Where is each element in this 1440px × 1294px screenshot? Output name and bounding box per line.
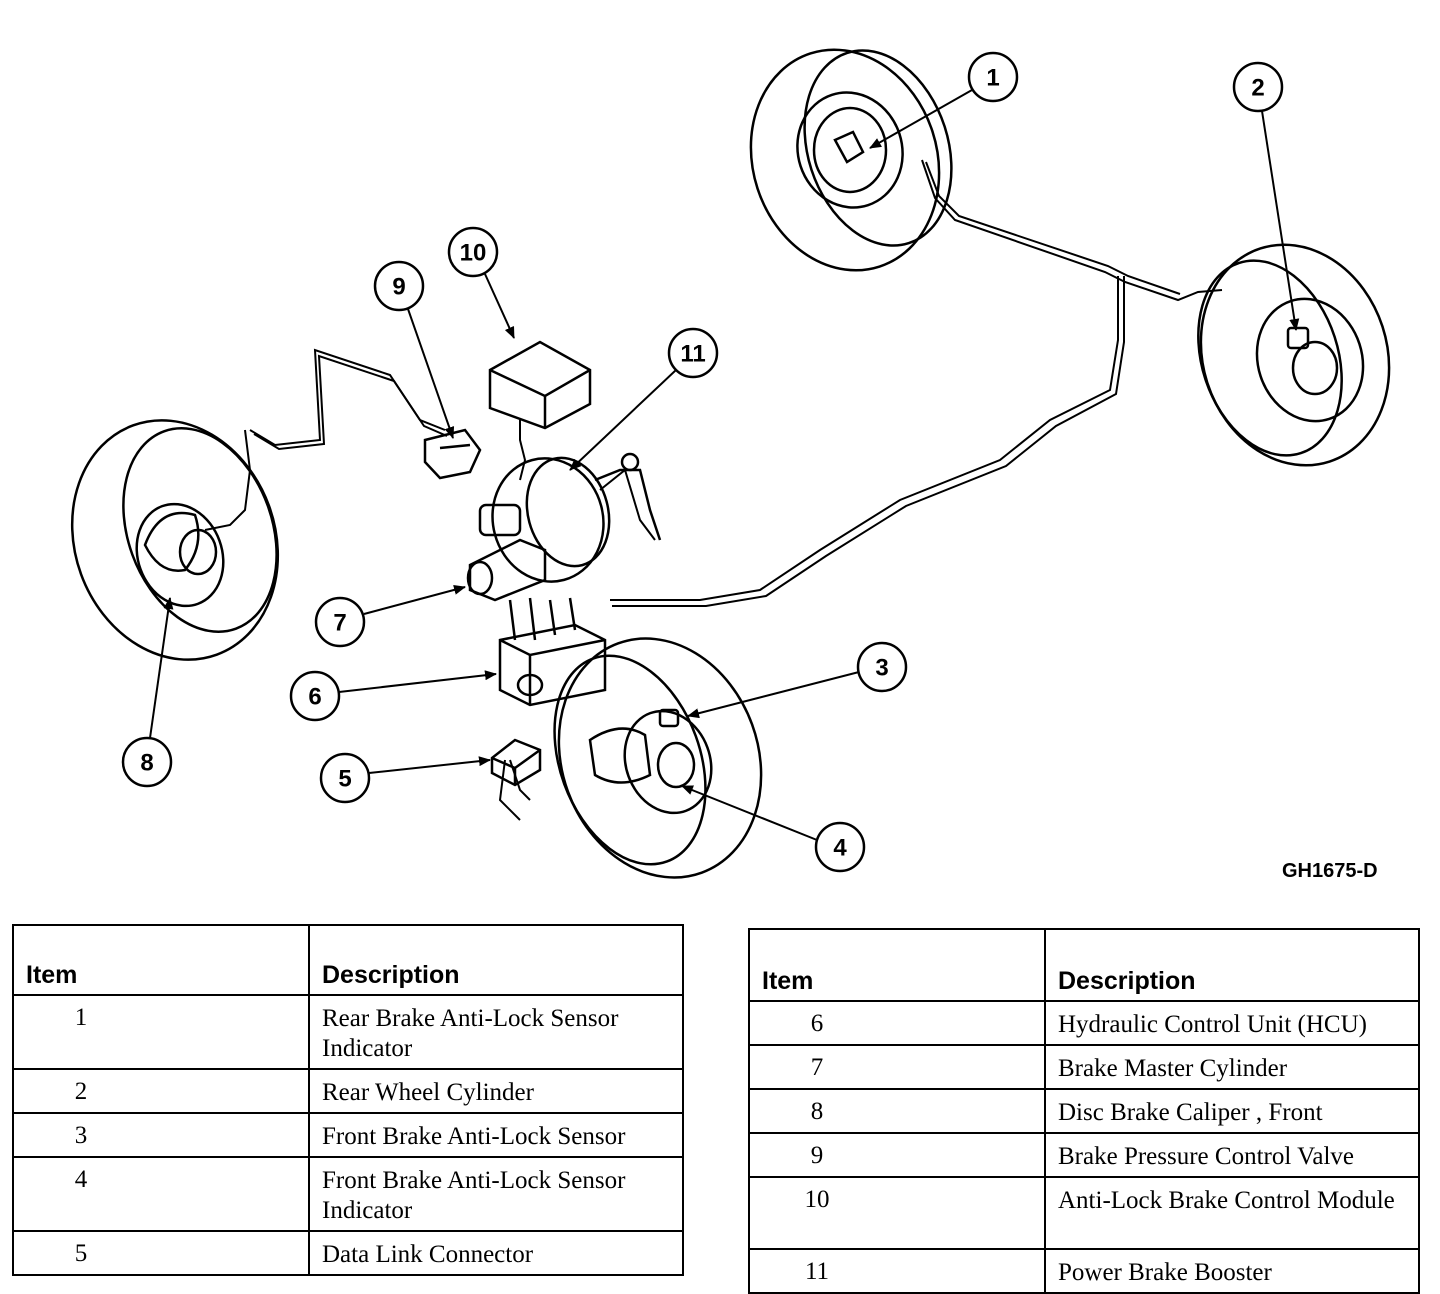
callout-circle-11 [667,327,719,379]
callout-6: 6 [308,684,321,711]
brake-system-diagram: 1 2 3 4 5 6 7 8 9 10 11 [70,48,1391,879]
brake-master-cylinder [466,503,547,602]
callout-2: 2 [1251,75,1264,102]
legend-table-right: Item Description 6 Hydraulic Control Uni… [748,928,1420,1294]
callout-circle-6 [289,670,341,722]
item-number: 5 [12,1230,310,1276]
item-number: 4 [12,1156,310,1232]
item-description: Disc Brake Caliper , Front [1044,1088,1420,1134]
rear-wheel-right [749,48,953,272]
rear-wheel-left [1197,243,1391,467]
table-row: 6 Hydraulic Control Unit (HCU) [748,1000,1420,1046]
item-number: 6 [748,1000,1046,1046]
table-row: 10 Anti-Lock Brake Control Module [748,1176,1420,1250]
item-number: 3 [12,1112,310,1158]
callout-3: 3 [875,655,888,682]
item-description: Hydraulic Control Unit (HCU) [1044,1000,1420,1046]
item-description: Anti-Lock Brake Control Module [1044,1176,1420,1250]
front-wheel-left [70,419,280,661]
callout-circle-7 [314,596,366,648]
table-row: 11 Power Brake Booster [748,1248,1420,1294]
callout-circle-1 [967,51,1019,103]
item-description: Brake Pressure Control Valve [1044,1132,1420,1178]
callout-9: 9 [392,274,405,301]
table-row: 2 Rear Wheel Cylinder [12,1068,684,1114]
header-description: Description [1044,928,1420,1002]
table-row: 8 Disc Brake Caliper , Front [748,1088,1420,1134]
item-number: 2 [12,1068,310,1114]
hydraulic-control-unit [498,597,607,707]
callout-1: 1 [986,65,999,92]
figure-code: GH1675-D [1282,860,1378,882]
callout-circle-5 [319,752,371,804]
item-description: Front Brake Anti-Lock Sensor [308,1112,684,1158]
header-item: Item [12,924,310,996]
header-item: Item [748,928,1046,1002]
callout-circle-9 [373,260,425,312]
item-description: Rear Brake Anti-Lock Sensor Indicator [308,994,684,1070]
item-description: Brake Master Cylinder [1044,1044,1420,1090]
table-row: 3 Front Brake Anti-Lock Sensor [12,1112,684,1158]
header-description: Description [308,924,684,996]
table-row: 4 Front Brake Anti-Lock Sensor Indicator [12,1156,684,1232]
item-number: 1 [12,994,310,1070]
callout-circle-3 [856,641,908,693]
data-link-connector [490,738,542,787]
item-number: 9 [748,1132,1046,1178]
callouts [121,51,1284,873]
callout-10: 10 [460,240,487,267]
callout-circle-8 [121,736,173,788]
brake-lines [204,159,1223,821]
item-number: 11 [748,1248,1046,1294]
table-row: 1 Rear Brake Anti-Lock Sensor Indicator [12,994,684,1070]
item-description: Data Link Connector [308,1230,684,1276]
table-row: 5 Data Link Connector [12,1230,684,1276]
callout-circle-2 [1232,61,1284,113]
callout-11: 11 [680,341,705,368]
callout-circle-4 [814,821,866,873]
callout-7: 7 [333,610,346,637]
brake-pressure-control-valve [423,428,482,480]
item-number: 10 [748,1176,1046,1250]
front-wheel-right [553,637,763,879]
item-description: Front Brake Anti-Lock Sensor Indicator [308,1156,684,1232]
table-row: 7 Brake Master Cylinder [748,1044,1420,1090]
callout-circle-10 [447,226,499,278]
table-row: 9 Brake Pressure Control Valve [748,1132,1420,1178]
callout-8: 8 [140,750,153,777]
item-number: 8 [748,1088,1046,1134]
item-number: 7 [748,1044,1046,1090]
legend-table-left: Item Description 1 Rear Brake Anti-Lock … [12,924,684,1276]
leader-arrows [149,89,1300,841]
item-description: Rear Wheel Cylinder [308,1068,684,1114]
item-description: Power Brake Booster [1044,1248,1420,1294]
callout-5: 5 [338,766,351,793]
power-brake-booster [491,452,662,583]
callout-4: 4 [833,835,847,862]
abs-control-module [488,340,592,430]
